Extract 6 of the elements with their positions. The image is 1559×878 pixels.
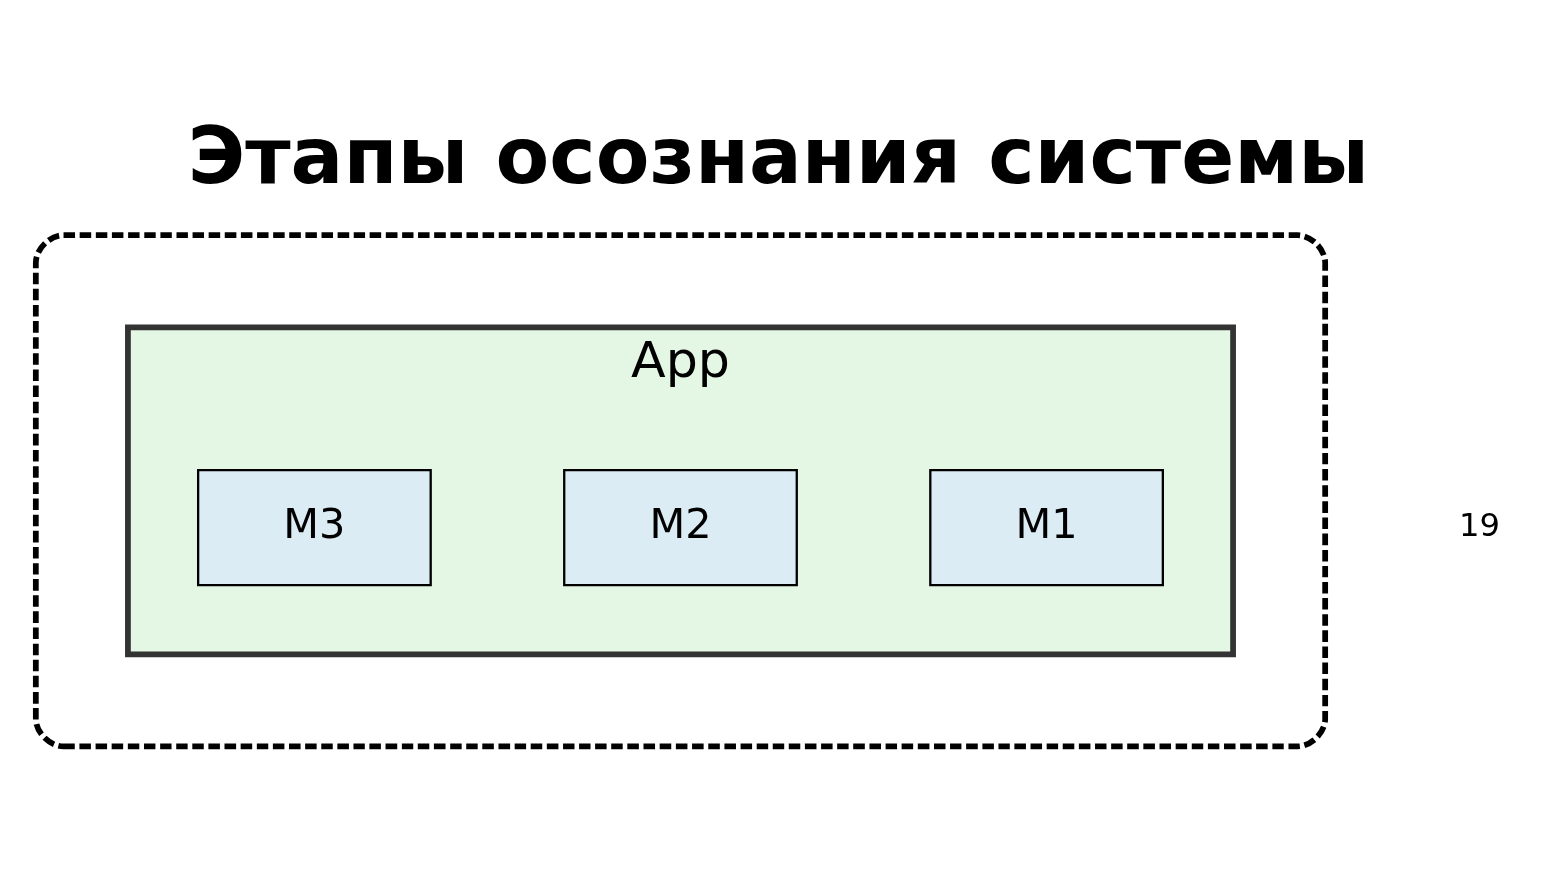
node-box: M3	[197, 468, 432, 587]
node-box: M2	[563, 468, 798, 587]
node-box: M1	[929, 468, 1164, 587]
diagram-title: Этапы осознания системы	[187, 109, 1370, 201]
label: 19	[1458, 506, 1500, 545]
cluster	[32, 232, 1329, 750]
